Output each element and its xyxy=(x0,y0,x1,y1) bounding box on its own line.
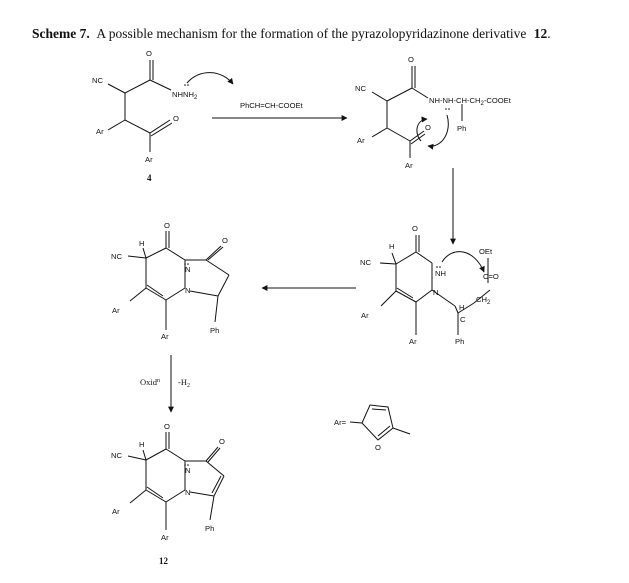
intermediate-methylene: CH2 xyxy=(476,295,491,306)
scheme-caption-text: A possible mechanism for the formation o… xyxy=(96,26,526,41)
pyrazolidinone-pyridazine-oxygen: O xyxy=(164,221,170,230)
carbonyl-electron-arrow xyxy=(416,116,428,142)
compound-12-n1: N xyxy=(185,466,190,475)
compound-12-aryl-bottom: Ar xyxy=(161,533,169,542)
dehydrogenation-label: -H2 xyxy=(178,377,190,389)
compound-4-label: 4 xyxy=(147,173,152,183)
pyrazolidinone-hydrogen: H xyxy=(139,239,144,248)
pyrazolidinone-structure: O H NC N N O Ar Ar Ph xyxy=(111,221,230,341)
pyrazolidinone-lactam-oxygen: O xyxy=(222,236,228,245)
compound-4-hydrazide: NHNH2 xyxy=(172,90,198,101)
cyclization-arrow xyxy=(427,114,449,150)
scheme-caption-period: . xyxy=(547,26,550,41)
compound-12-n2: N xyxy=(185,488,190,497)
compound-4-nitrile: NC xyxy=(92,76,103,85)
pyrazolidinone-aryl-left: Ar xyxy=(112,306,120,315)
pyrazolidinone-phenyl: Ph xyxy=(210,326,219,335)
intermediate-phenyl: Ph xyxy=(455,337,464,346)
intermediate-carbonyl-oxygen: O xyxy=(412,224,418,233)
intermediate-ethoxy: OEt xyxy=(479,247,493,256)
pyrazolidinone-aryl-bottom: Ar xyxy=(161,332,169,341)
pyrazolidinone-n2: N xyxy=(185,286,190,295)
pyrazolidinone-n1: N xyxy=(185,265,190,274)
adduct-phenyl: Ph xyxy=(457,124,466,133)
michael-adduct-structure: O NC NH-NH-CH-CH2-COOEt Ph Ar O Ar xyxy=(355,55,512,170)
compound-12-pyrazolone-oxygen: O xyxy=(219,437,225,446)
intermediate-nitrile: NC xyxy=(360,258,371,267)
intermediate-hydrogen: H xyxy=(389,242,394,251)
adduct-aryl-left: Ar xyxy=(357,136,365,145)
adduct-nitrile: NC xyxy=(355,84,366,93)
compound-12-hydrogen: H xyxy=(139,440,144,449)
intermediate-chiral-h: H xyxy=(459,303,464,312)
cyclic-intermediate-structure: O H NC NH N H C Ar Ar Ph OEt C=O CH2 xyxy=(360,224,499,346)
compound-4-ketone-oxygen: O xyxy=(173,114,179,123)
adduct-amide-oxygen: O xyxy=(408,55,414,64)
aryl-definition-label: Ar= xyxy=(334,418,347,427)
aryl-definition: Ar= O xyxy=(334,404,411,452)
compound-12-structure: O H NC N N O Ar Ar Ph 12 xyxy=(111,422,225,566)
scheme-caption: Scheme 7. A possible mechanism for the f… xyxy=(32,26,551,41)
intermediate-ester-carbonyl: C=O xyxy=(483,272,499,281)
compound-12-phenyl: Ph xyxy=(205,524,214,533)
scheme-caption-number: 12 xyxy=(534,26,548,41)
compound-4-aryl-left: Ar xyxy=(96,127,104,136)
compound-12-aryl-left: Ar xyxy=(112,507,120,516)
oxidation-label: Oxidn xyxy=(140,377,160,387)
nucleophilic-attack-arrow xyxy=(186,72,234,85)
adduct-ketone-oxygen: O xyxy=(425,123,431,132)
intermediate-n: N xyxy=(433,288,438,297)
compound-12-nitrile: NC xyxy=(111,451,122,460)
adduct-side-chain: NH-NH-CH-CH2-COOEt xyxy=(429,96,512,107)
compound-4-structure: O NC NHNH2 Ar O Ar 4 xyxy=(92,49,198,183)
intermediate-chiral-c: C xyxy=(460,315,466,324)
furan-ring xyxy=(361,404,394,441)
intermediate-nh: NH xyxy=(435,269,446,278)
lactamization-arrow xyxy=(441,251,485,273)
compound-4-oxygen: O xyxy=(146,49,152,58)
pyrazolidinone-nitrile: NC xyxy=(111,252,122,261)
adduct-aryl-bottom: Ar xyxy=(405,161,413,170)
reagent-label: PhCH=CH-COOEt xyxy=(240,101,304,110)
scheme-caption-prefix: Scheme 7. xyxy=(32,26,90,41)
compound-12-pyridazine-oxygen: O xyxy=(164,422,170,431)
furan-oxygen: O xyxy=(375,443,381,452)
intermediate-aryl-left: Ar xyxy=(361,311,369,320)
compound-12-label: 12 xyxy=(159,556,169,566)
compound-4-aryl-bottom: Ar xyxy=(145,155,153,164)
intermediate-aryl-bottom: Ar xyxy=(409,337,417,346)
